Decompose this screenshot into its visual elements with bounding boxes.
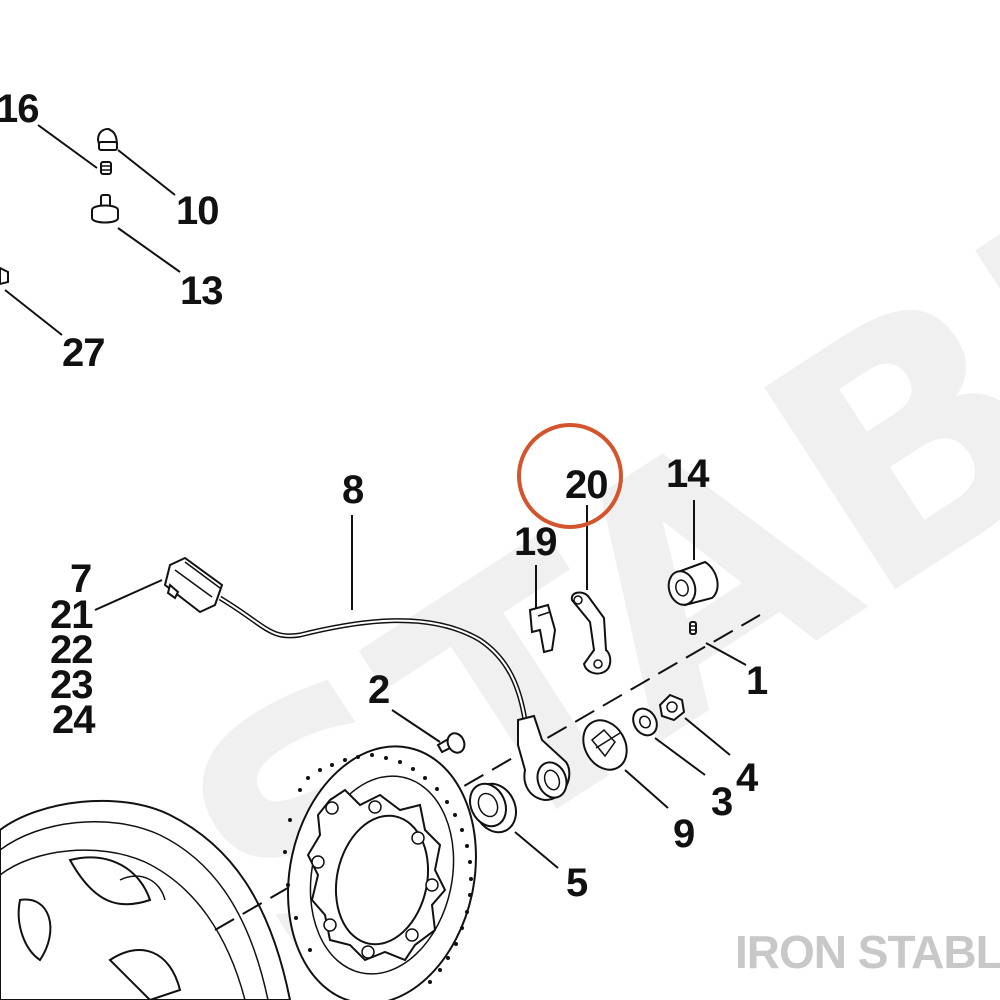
callout-19: 19 (514, 520, 557, 564)
spacer-bushing (667, 560, 719, 607)
callout-14: 14 (666, 452, 710, 496)
callout-24: 24 (52, 698, 96, 742)
callout-10: 10 (176, 189, 219, 233)
leader-lines (4, 124, 747, 869)
callout-1: 1 (746, 659, 768, 703)
wheel-speed-sensor-connector (163, 556, 224, 614)
wheel-bearing (469, 782, 517, 834)
wheel-speed-sensor (517, 714, 571, 802)
callout-22: 22 (50, 628, 93, 672)
callout-labels: 16 10 13 27 8 20 14 19 7 21 22 23 24 1 2… (0, 87, 769, 905)
rotor-screw (436, 732, 466, 754)
brand-watermark: IRON STABLE (735, 926, 1000, 978)
callout-3: 3 (711, 780, 732, 824)
small-screw (689, 621, 697, 635)
callout-7: 7 (70, 557, 91, 601)
callout-2: 2 (368, 668, 389, 712)
valve-stem (91, 194, 119, 224)
cable-clip (528, 603, 557, 654)
wheel-rim (0, 799, 292, 1000)
axle-spacer (582, 719, 628, 771)
watermark-text: STABLE (122, 0, 1000, 1000)
clip-part (0, 266, 9, 286)
callout-9: 9 (673, 812, 694, 856)
highlight-circle (517, 423, 623, 529)
small-spring (100, 161, 112, 175)
axle-nut (658, 693, 686, 722)
sensor-bracket (570, 591, 612, 675)
callout-16: 16 (0, 87, 39, 131)
axle-washer (632, 707, 658, 737)
callout-21: 21 (50, 593, 93, 637)
brake-rotor (283, 745, 477, 1000)
callout-23: 23 (50, 663, 93, 707)
acorn-nut (96, 128, 119, 151)
callout-4: 4 (736, 756, 759, 800)
callout-13: 13 (180, 269, 223, 313)
callout-27: 27 (62, 331, 105, 375)
callout-8: 8 (342, 468, 364, 512)
callout-5: 5 (566, 861, 588, 905)
callout-20: 20 (565, 463, 608, 507)
